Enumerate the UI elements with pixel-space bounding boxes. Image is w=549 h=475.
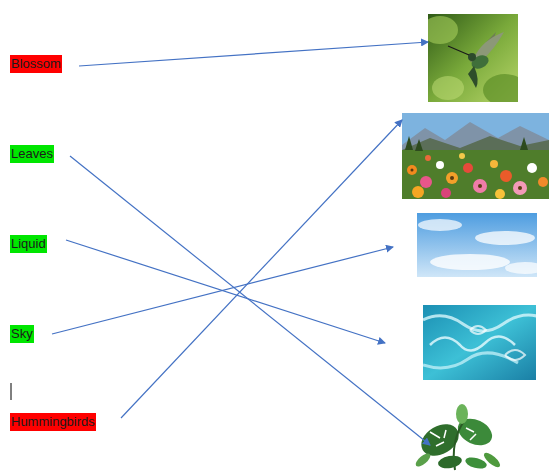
match-arrow — [121, 120, 402, 418]
leaves-image — [414, 404, 503, 471]
word-label: Sky — [10, 325, 34, 343]
word-text: Sky — [11, 326, 33, 342]
word-text: Leaves — [11, 146, 53, 162]
word-text: Liquid — [11, 236, 46, 252]
hummingbird-image — [428, 14, 518, 102]
word-label: Blossom — [10, 55, 62, 73]
match-arrow — [66, 240, 385, 343]
water-image — [423, 305, 536, 380]
word-text: Blossom — [11, 56, 61, 72]
text-cursor — [11, 383, 12, 400]
flower-meadow-image — [402, 113, 549, 199]
word-text: Hummingbirds — [11, 414, 95, 430]
word-label: Liquid — [10, 235, 47, 253]
match-arrow — [52, 247, 393, 334]
match-arrow — [79, 42, 428, 66]
sky-image — [417, 213, 537, 277]
match-arrow — [70, 156, 430, 445]
word-label: Hummingbirds — [10, 413, 96, 431]
word-label: Leaves — [10, 145, 54, 163]
